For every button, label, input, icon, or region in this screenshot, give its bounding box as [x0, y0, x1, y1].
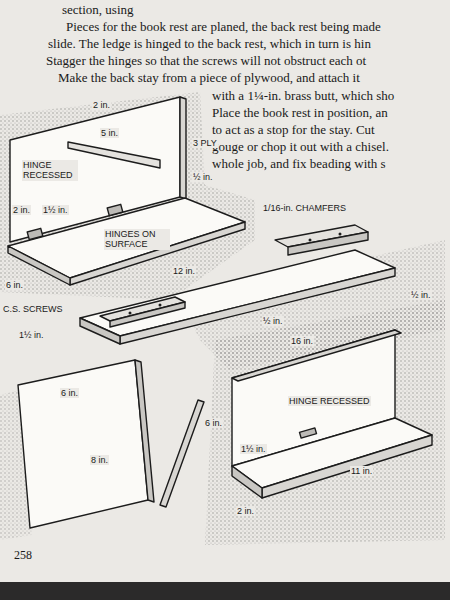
dimension: 8 in. [90, 455, 109, 465]
hinge [27, 228, 43, 239]
chamfered-batten [288, 232, 368, 255]
dimension: 1½ in. [18, 330, 45, 340]
beading-strip [160, 400, 204, 507]
dimension: 2 in. [92, 100, 111, 110]
screw [309, 239, 312, 242]
photo-background [0, 582, 450, 600]
panel-edge [180, 97, 186, 199]
dimension: 5 in. [100, 128, 119, 138]
body-text: gouge or chop it out with a chisel. [212, 139, 389, 155]
body-text: Pieces for the book rest are planed, the… [66, 19, 381, 35]
part-note: HINGES ON SURFACE [104, 229, 170, 250]
dimension: 6 in. [204, 418, 223, 428]
stipple-ground [205, 300, 445, 545]
body-text: whole job, and fix beading with s [212, 156, 386, 172]
dimension: 16 in. [290, 336, 314, 346]
page-number: 258 [14, 548, 32, 563]
dimension: 12 in. [172, 266, 196, 276]
book-rest-board [18, 360, 148, 528]
panel-edge [232, 330, 401, 381]
back-stay [68, 142, 160, 168]
dimension: 6 in. [5, 280, 24, 290]
dimension: ½ in. [262, 316, 284, 326]
body-text: with a 1¼-in. brass butt, which sho [212, 88, 394, 104]
batten [110, 302, 185, 327]
body-text: to act as a stop for the stay. Cut [212, 122, 375, 138]
dimension: 1½ in. [42, 205, 69, 215]
part-note: C.S. SCREWS [2, 304, 64, 314]
dimension: 2 in. [236, 506, 255, 516]
board-edge [232, 466, 262, 498]
base-board [80, 250, 395, 336]
part-note: 3 PLY [192, 138, 218, 148]
body-text: Place the book rest in position, an [212, 105, 388, 121]
part-note: HINGE RECESSED [22, 160, 78, 181]
body-text: Stagger the hinges so that the screws wi… [46, 53, 366, 69]
dimension: ½ in. [410, 290, 432, 300]
part-note: 1/16-in. CHAMFERS [262, 203, 347, 213]
hinge [299, 428, 316, 438]
body-text: section, using [62, 2, 134, 18]
screw [129, 312, 132, 315]
dimension: 2 in. [12, 205, 31, 215]
body-text: slide. The ledge is hinged to the back r… [48, 36, 371, 52]
board-edge [70, 222, 245, 285]
dimension: ½ in. [192, 172, 214, 182]
board-edge [135, 360, 154, 502]
dimension: 1½ in. [240, 444, 267, 454]
hinge [107, 204, 123, 215]
screw [159, 304, 162, 307]
dimension: 6 in. [60, 388, 79, 398]
board-edge [262, 435, 432, 498]
dimension: 11 in. [350, 466, 373, 476]
body-text: Make the back stay from a piece of plywo… [58, 70, 360, 86]
part-note: HINGE RECESSED [288, 396, 371, 406]
screw [339, 233, 342, 236]
